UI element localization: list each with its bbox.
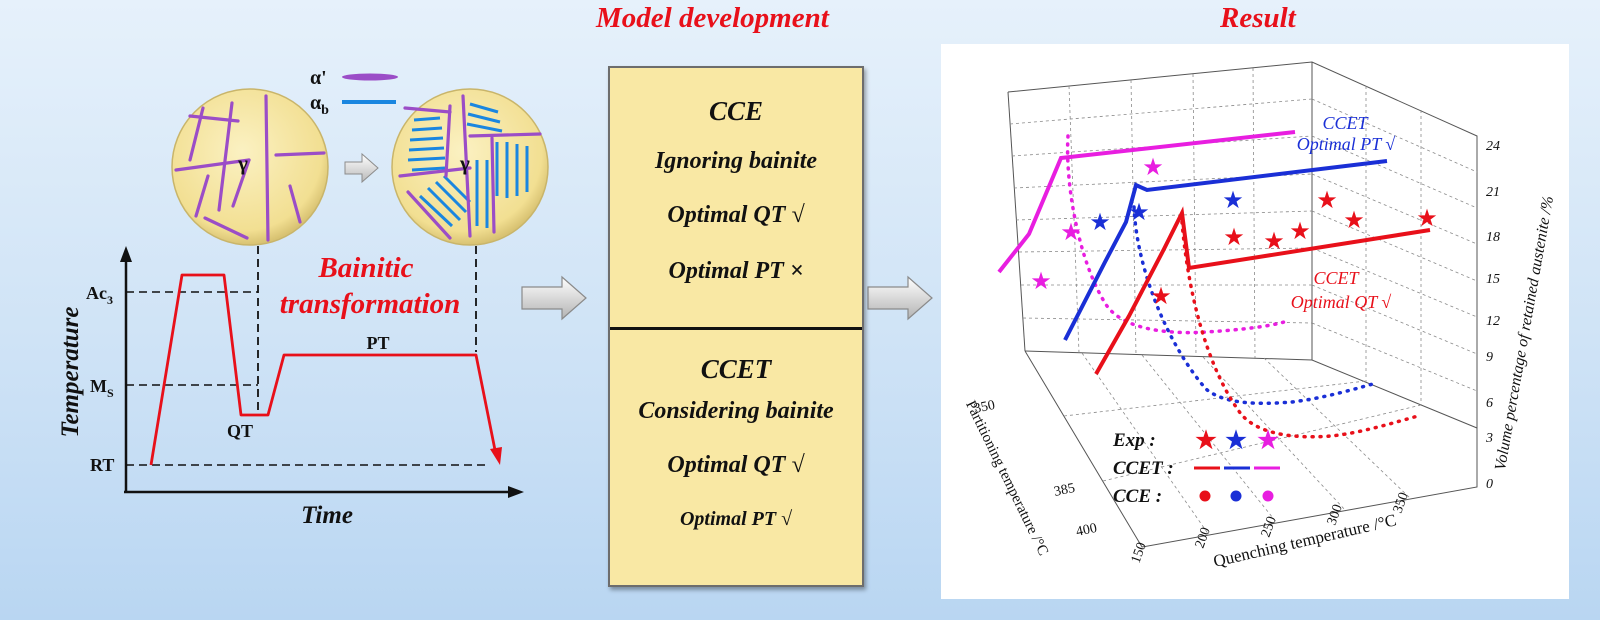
cce-blue-curve	[1132, 205, 1375, 406]
ms-label: MS	[90, 376, 114, 400]
arrow-to-result	[867, 275, 933, 321]
ccet-line1: Considering bainite	[638, 398, 834, 424]
exp-red-star-5: ★	[1316, 188, 1338, 214]
bainitic-label-line2: transformation	[280, 288, 461, 320]
rt-label: RT	[90, 455, 114, 475]
bainitic-label-line1: Bainitic	[317, 252, 413, 284]
grain-transition-arrow	[344, 152, 379, 184]
pt-label: PT	[366, 333, 389, 353]
model-divider	[610, 327, 862, 330]
heat-treatment-path	[149, 273, 498, 466]
cce-section: CCE Ignoring bainite Optimal QT √ Optima…	[610, 68, 862, 327]
exp-magenta-star-1: ★	[1030, 269, 1052, 295]
z-tick-18: 18	[1486, 230, 1500, 245]
cce-magenta-curve	[1065, 134, 1286, 335]
annotation-red-line2: Optimal QT √	[1291, 292, 1392, 312]
alpha-b-subscript: b	[321, 103, 329, 118]
grain-martensite: γ	[171, 88, 329, 246]
exp-red-star-7: ★	[1416, 206, 1438, 232]
x-tick-150: 150	[1129, 541, 1150, 566]
z-tick-24: 24	[1486, 139, 1500, 154]
exp-blue-star-2: ★	[1128, 200, 1150, 226]
y-tick-350: 350	[973, 398, 997, 417]
ccet-blue-curve	[1063, 159, 1388, 341]
cce-line3: Optimal PT ×	[668, 258, 804, 284]
legend-exp-red: ★	[1195, 428, 1217, 454]
legend-cce-red	[1199, 490, 1211, 502]
ccet-title: CCET	[700, 354, 772, 384]
annotation-red-line1: CCET	[1313, 268, 1360, 288]
legend-cce-label: CCE :	[1113, 486, 1162, 507]
plot-legend: Exp : CCET : CCE : ★ ★ ★	[1112, 428, 1280, 507]
z-tick-3: 3	[1485, 431, 1493, 446]
x-tick-250: 250	[1259, 515, 1280, 540]
result-3d-plot: 0 3 6 9 12 15 18 21 24 Volume percentage…	[962, 61, 1557, 571]
annotation-blue-line2: Optimal PT √	[1297, 134, 1396, 154]
alpha-b-label: α	[310, 92, 321, 114]
exp-magenta-star-3: ★	[1142, 155, 1164, 181]
z-tick-6: 6	[1486, 396, 1493, 411]
result-plot-panel: 0 3 6 9 12 15 18 21 24 Volume percentage…	[941, 44, 1569, 599]
qt-label: QT	[227, 421, 253, 441]
result-heading: Result	[1220, 2, 1296, 34]
heat-treatment-schematic: α' αb γ	[57, 67, 549, 529]
legend-exp-magenta: ★	[1257, 428, 1279, 454]
model-development-box: CCE Ignoring bainite Optimal QT √ Optima…	[608, 66, 864, 587]
exp-blue-star-3: ★	[1222, 188, 1244, 214]
z-tick-15: 15	[1486, 272, 1500, 287]
y-tick-400: 400	[1075, 521, 1099, 540]
temperature-time-axes	[120, 246, 524, 498]
exp-red-star-1: ★	[1150, 284, 1172, 310]
z-tick-0: 0	[1486, 477, 1493, 492]
ccet-section: CCET Considering bainite Optimal QT √ Op…	[610, 330, 862, 585]
legend-cce-magenta	[1262, 490, 1274, 502]
exp-blue-star-1: ★	[1089, 210, 1111, 236]
z-tick-21: 21	[1486, 185, 1500, 200]
ccet-line3: Optimal PT √	[679, 508, 793, 530]
phase-legend: α' αb	[310, 67, 398, 118]
z-axis-label: Volume percentage of retained austenite …	[1492, 195, 1557, 472]
exp-red-star-3: ★	[1263, 229, 1285, 255]
legend-exp-label: Exp :	[1112, 430, 1156, 451]
exp-magenta-star-2: ★	[1060, 220, 1082, 246]
ccet-red-curve	[1094, 206, 1431, 375]
arrow-to-model	[521, 275, 587, 321]
ccet-line2: Optimal QT √	[667, 452, 805, 478]
time-axis-label: Time	[301, 502, 353, 529]
gamma-label-2: γ	[459, 151, 470, 175]
cce-line2: Optimal QT √	[667, 202, 805, 228]
exp-red-star-2: ★	[1223, 225, 1245, 251]
grain-bainite: γ	[391, 88, 549, 246]
temperature-axis-label: Temperature	[57, 306, 84, 437]
legend-ccet-label: CCET :	[1113, 458, 1174, 479]
z-tick-12: 12	[1486, 314, 1500, 329]
exp-red-star-4: ★	[1289, 219, 1311, 245]
x-axis-label: Quenching temperature /°C	[1211, 510, 1398, 571]
x-tick-200: 200	[1193, 526, 1214, 551]
gamma-label-1: γ	[237, 151, 248, 175]
annotation-blue-line1: CCET	[1322, 113, 1369, 133]
z-tick-9: 9	[1486, 350, 1493, 365]
ac3-label: Ac3	[86, 283, 113, 307]
cce-title: CCE	[708, 96, 764, 126]
alpha-prime-swatch	[342, 73, 398, 81]
alpha-prime-label: α'	[310, 67, 327, 89]
x-tick-300: 300	[1325, 503, 1346, 528]
y-tick-385: 385	[1053, 481, 1077, 500]
legend-exp-blue: ★	[1225, 428, 1247, 454]
ccet-magenta-curve	[997, 130, 1296, 274]
svg-text:αb: αb	[310, 92, 329, 118]
x-tick-350: 350	[1391, 491, 1412, 516]
cce-line1: Ignoring bainite	[654, 148, 818, 174]
cce-red-curve	[1180, 220, 1420, 439]
legend-cce-blue	[1230, 490, 1242, 502]
y-axis-label: Partitioning temperature /°C	[962, 398, 1051, 558]
exp-red-star-6: ★	[1343, 208, 1365, 234]
model-development-heading: Model development	[596, 2, 829, 34]
